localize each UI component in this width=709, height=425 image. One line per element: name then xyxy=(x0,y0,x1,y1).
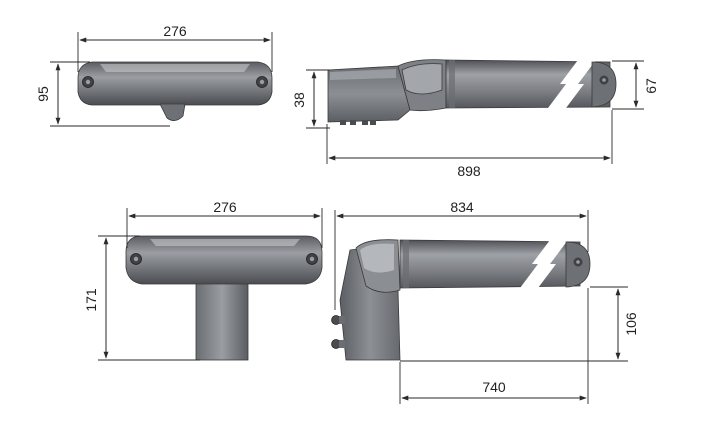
dim-bottom-right-length-bottom: 740 xyxy=(482,379,506,395)
dim-top-left-width: 276 xyxy=(163,23,187,39)
side-view-luminaire xyxy=(327,59,617,125)
dim-top-right-height-right: 67 xyxy=(643,78,659,94)
dim-top-left-height: 95 xyxy=(35,86,51,102)
dim-bottom-right-height: 106 xyxy=(623,312,639,336)
front-view-luminaire xyxy=(125,235,323,361)
dim-bottom-right-length-top: 834 xyxy=(450,199,474,215)
dim-top-right-height-left: 38 xyxy=(291,92,307,108)
dim-bottom-left-height: 171 xyxy=(83,288,99,312)
top-view-luminaire xyxy=(77,61,273,121)
dim-bottom-left-width: 276 xyxy=(213,199,237,215)
dim-top-right-length: 898 xyxy=(457,163,481,179)
side-view-mounted-luminaire xyxy=(331,239,591,361)
